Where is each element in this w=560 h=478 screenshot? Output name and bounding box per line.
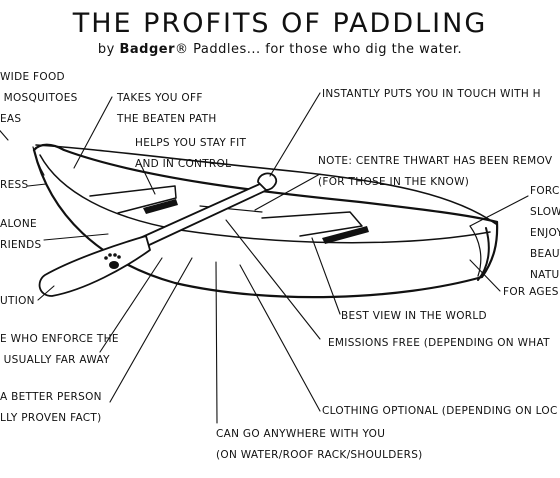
label-thwart: NOTE: CENTRE THWART HAS BEEN REMOV (FOR … [318, 155, 553, 188]
canoe-inner-line [39, 154, 491, 244]
label-stress: RESS [0, 179, 29, 191]
leader-alone [43, 233, 109, 241]
registered-mark: ® [174, 42, 189, 57]
canoe-hull [32, 148, 499, 299]
rear-seat [261, 211, 363, 237]
rear-seat-bar [322, 226, 369, 244]
brand-name: Badger [119, 42, 175, 57]
label-forces: FORC SLOW ENJOY BEAUT NATUR [530, 185, 560, 281]
label-alone: ALONE RIENDS [0, 218, 42, 251]
leader-offpath [73, 96, 113, 169]
leader-view [311, 237, 341, 315]
canoe-stern-stem [477, 227, 490, 281]
leader-thwart [254, 173, 321, 211]
front-seat-bar [143, 199, 178, 214]
leader-better [109, 257, 193, 403]
paddle-grip [257, 172, 278, 191]
canoe-gunwale-inner [35, 144, 497, 225]
label-better: A BETTER PERSON LLY PROVEN FACT) [0, 391, 102, 424]
leader-stress [27, 183, 47, 187]
subtitle-prefix: by [97, 42, 120, 57]
leader-pollution [37, 285, 55, 301]
label-anywhere: CAN GO ANYWHERE WITH YOU (ON WATER/ROOF … [216, 428, 423, 461]
label-food: WIDE FOOD MOSQUITOES EAS [0, 71, 78, 125]
leader-emissions [225, 219, 321, 340]
label-clothing: CLOTHING OPTIONAL (DEPENDING ON LOC [322, 405, 558, 417]
leader-ages [469, 259, 501, 292]
page-title: THE PROFITS OF PADDLING [72, 8, 488, 39]
label-view: BEST VIEW IN THE WORLD [341, 310, 487, 322]
paddle-shaft [139, 182, 268, 247]
leader-touch [269, 92, 321, 177]
leader-anywhere [215, 261, 218, 424]
subtitle-tagline: Paddles... for those who dig the water. [188, 42, 463, 57]
label-pollution: UTION [0, 295, 35, 307]
label-touch: INSTANTLY PUTS YOU IN TOUCH WITH H [322, 88, 541, 100]
page-subtitle: by Badger® Paddles... for those who dig … [0, 42, 560, 57]
label-offpath: TAKES YOU OFF THE BEATEN PATH [117, 92, 217, 125]
label-enforce: E WHO ENFORCE THE USUALLY FAR AWAY [0, 333, 119, 366]
label-emissions: EMISSIONS FREE (DEPENDING ON WHAT [328, 337, 550, 349]
leader-forces [469, 195, 529, 227]
badger-paw-icon [104, 253, 121, 269]
front-seat [89, 185, 177, 214]
leader-food [0, 129, 9, 141]
label-fit: HELPS YOU STAY FIT AND IN CONTROL [135, 137, 247, 170]
leader-fit [139, 162, 156, 195]
leader-enforce [99, 257, 163, 353]
paddle-blade [38, 235, 151, 297]
leader-clothing [239, 264, 321, 412]
label-ages: FOR AGES [503, 286, 559, 298]
